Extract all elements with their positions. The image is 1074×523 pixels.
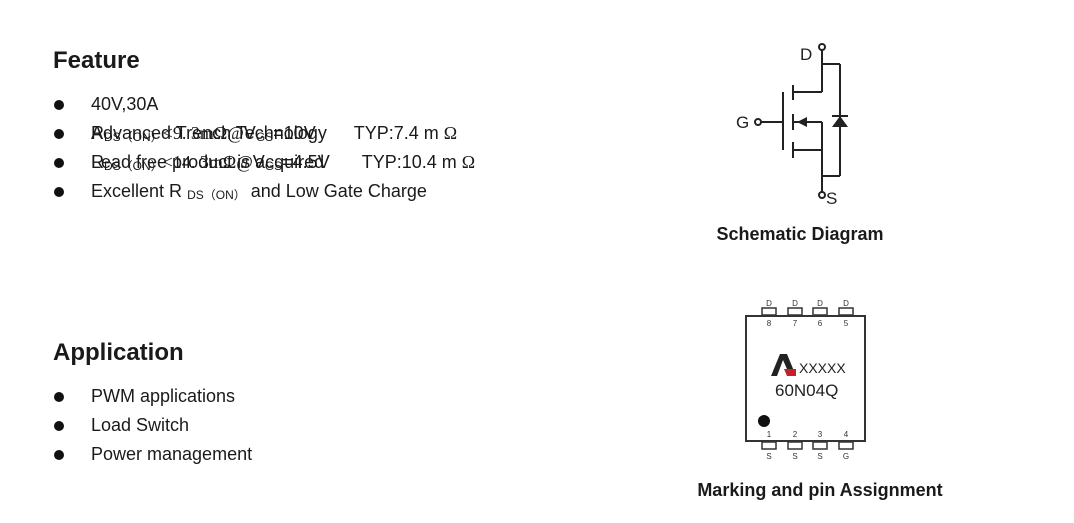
pin-3 — [812, 441, 828, 450]
pin-number: 8 — [767, 319, 772, 328]
pin-name: S — [766, 452, 771, 461]
pin-number: 1 — [767, 430, 772, 439]
list-item: Power management — [53, 440, 252, 469]
schematic-caption: Schematic Diagram — [716, 224, 884, 244]
pin-number: 3 — [818, 430, 823, 439]
pin-2 — [787, 441, 803, 450]
drain-terminal — [818, 43, 826, 51]
package-marking: D D D D 8 7 6 5 1 2 3 4 S S S G XXXXX 60… — [745, 299, 866, 461]
bullet-icon — [54, 100, 64, 110]
logo-a-icon — [771, 354, 796, 376]
application-title: Application — [53, 339, 184, 366]
pin-number: 7 — [793, 319, 798, 328]
pin-name: D — [843, 299, 849, 308]
list-item: PWM applications — [53, 382, 252, 411]
application-list: PWM applications Load Switch Power manag… — [53, 382, 252, 469]
pin-number: 5 — [844, 319, 849, 328]
pin-name: D — [817, 299, 823, 308]
pin-label-s: S — [826, 189, 837, 208]
pin-6 — [812, 307, 828, 316]
list-item: Excellent R DS（ON） and Low Gate Charge — [53, 177, 475, 206]
package-caption: Marking and pin Assignment — [697, 480, 943, 500]
pin-number: 4 — [844, 430, 849, 439]
pin-label-g: G — [736, 113, 749, 132]
bullet-icon — [54, 158, 64, 168]
pin-1 — [761, 441, 777, 450]
list-item: Load Switch — [53, 411, 252, 440]
bullet-icon — [54, 421, 64, 431]
feature-title: Feature — [53, 47, 140, 74]
marking-line-2: 60N04Q — [775, 381, 838, 400]
bullet-icon — [54, 129, 64, 139]
mosfet-schematic: D G S — [736, 43, 848, 208]
pin-7 — [787, 307, 803, 316]
pin-name: G — [843, 452, 849, 461]
list-item: Advanced Trench Technology — [53, 119, 475, 148]
marking-line-1: XXXXX — [799, 360, 846, 376]
pin-name: S — [792, 452, 797, 461]
source-terminal — [818, 191, 826, 199]
pin1-indicator-dot — [758, 415, 770, 427]
pin-4 — [838, 441, 854, 450]
pin-number: 6 — [818, 319, 823, 328]
bullet-icon — [54, 450, 64, 460]
pin-5 — [838, 307, 854, 316]
bullet-icon — [54, 392, 64, 402]
package-body — [745, 315, 866, 442]
pin-8 — [761, 307, 777, 316]
bullet-icon — [54, 187, 64, 197]
feature-rating: 40V,30A — [91, 94, 159, 114]
pin-label-d: D — [800, 45, 812, 64]
pin-name: S — [817, 452, 822, 461]
pin-name: D — [792, 299, 798, 308]
pin-number: 2 — [793, 430, 798, 439]
pin-name: D — [766, 299, 772, 308]
gate-terminal — [754, 118, 762, 126]
list-item: Lead free product is acquired — [53, 148, 475, 177]
